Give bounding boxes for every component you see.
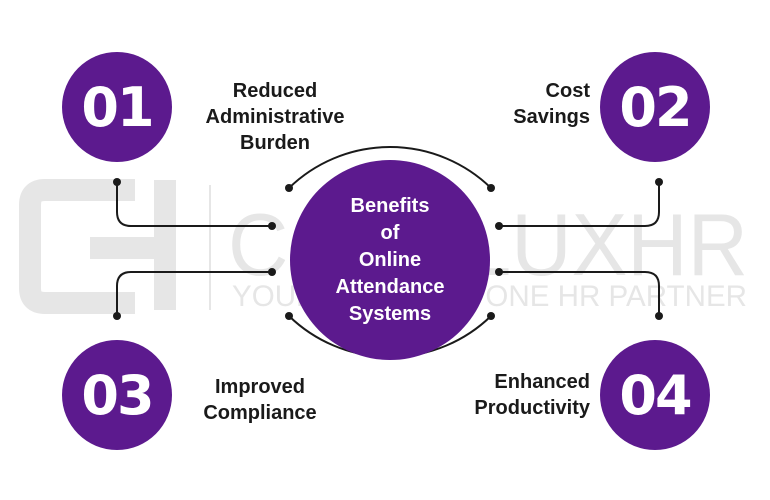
benefit-number-02: 02 — [600, 52, 710, 162]
connector-dot — [113, 312, 121, 320]
connector-wire-01 — [116, 182, 272, 227]
benefit-number-04: 04 — [600, 340, 710, 450]
connector-dot — [268, 268, 276, 276]
center-topic: Benefits of Online Attendance Systems — [290, 160, 490, 360]
connector-dot — [487, 184, 495, 192]
connector-dot — [495, 268, 503, 276]
benefit-label-line: Administrative — [205, 106, 345, 128]
benefit-number-01: 01 — [62, 52, 172, 162]
connector-dot — [655, 312, 663, 320]
watermark-logo-icon — [19, 179, 176, 314]
connector-arc-top — [288, 146, 492, 189]
benefit-label-line: Savings — [513, 106, 590, 128]
connector-dot — [113, 178, 121, 186]
benefit-label-01: Reduced Administrative Burden — [180, 78, 370, 156]
center-line: Benefits — [350, 194, 430, 217]
benefit-label-03: Improved Compliance — [180, 374, 340, 426]
center-line: Systems — [348, 302, 432, 325]
connector-dot — [268, 222, 276, 230]
center-line: Attendance — [335, 275, 445, 298]
benefit-label-line: Burden — [240, 132, 310, 154]
connector-dot — [655, 178, 663, 186]
benefit-label-line: Enhanced — [494, 371, 590, 393]
connector-dot — [285, 312, 293, 320]
benefit-number-03: 03 — [62, 340, 172, 450]
connector-wire-03 — [116, 271, 272, 316]
benefit-label-line: Improved — [214, 376, 306, 398]
benefit-label-line: Compliance — [203, 402, 317, 424]
connector-dot — [487, 312, 495, 320]
connector-dot — [285, 184, 293, 192]
connector-wire-04 — [499, 271, 660, 316]
benefit-label-line: Productivity — [474, 397, 590, 419]
benefit-label-line: Cost — [545, 80, 590, 102]
benefit-label-line: Reduced — [232, 80, 318, 102]
connector-wire-02 — [499, 182, 660, 227]
center-line: Online — [358, 248, 422, 271]
connector-dot — [495, 222, 503, 230]
benefit-label-04: Enhanced Productivity — [430, 369, 590, 421]
benefit-label-02: Cost Savings — [450, 78, 590, 130]
center-line: of — [380, 221, 400, 244]
